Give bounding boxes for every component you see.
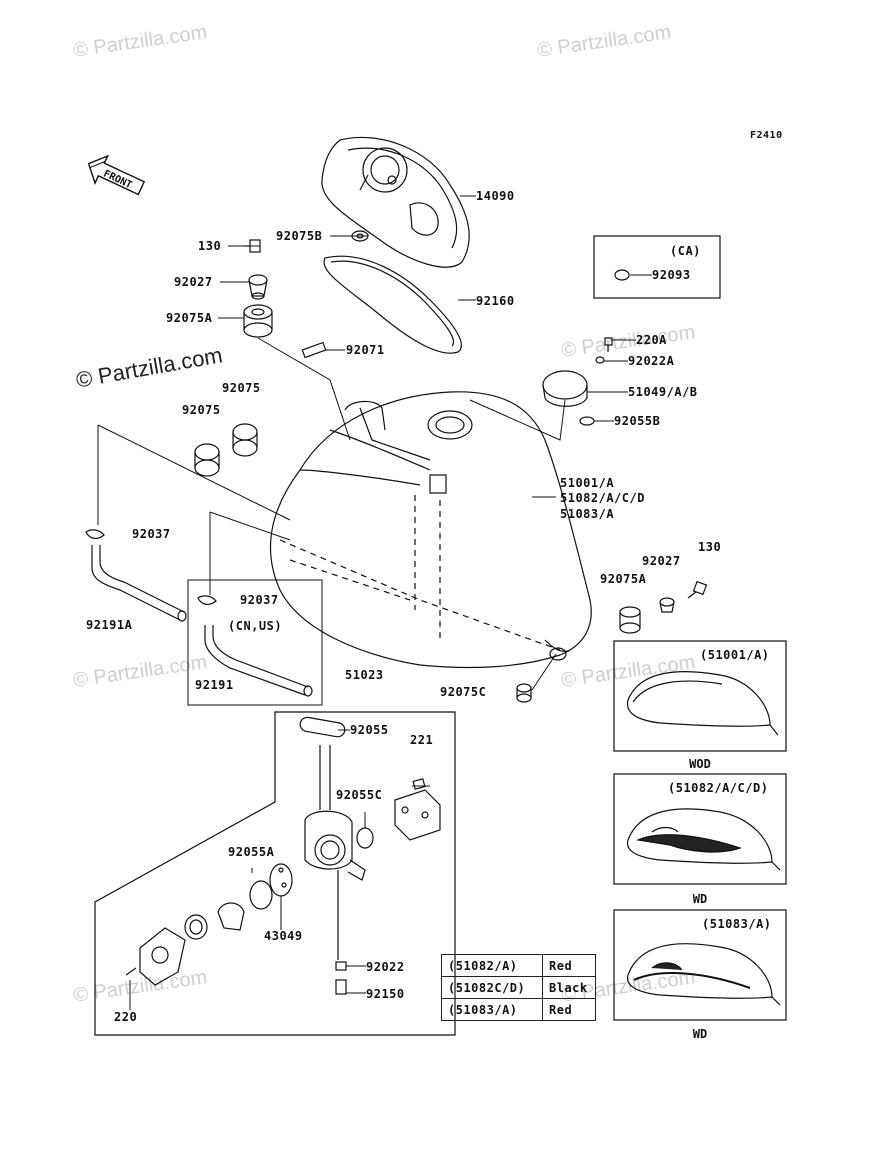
part-label[interactable]: 92075C (440, 685, 487, 699)
part-label[interactable]: 92055B (614, 414, 661, 428)
part-label[interactable]: 51083/A (560, 507, 615, 521)
table-cell: (51083/A) (441, 998, 543, 1021)
part-label[interactable]: 92071 (346, 343, 385, 357)
part-label[interactable]: 51023 (345, 668, 384, 682)
front-label: FRONT (102, 168, 134, 191)
variant-box-3 (613, 909, 787, 1021)
variant-box-2 (613, 773, 787, 885)
part-label[interactable]: 92075B (276, 229, 323, 243)
part-label[interactable]: 14090 (476, 189, 515, 203)
damper-92075a (243, 304, 273, 338)
part-label[interactable]: 92055 (350, 723, 389, 737)
part-label[interactable]: 92037 (132, 527, 171, 541)
table-cell: (51082/A) (441, 954, 543, 977)
part-label[interactable]: 92075 (182, 403, 221, 417)
front-arrow-icon: FRONT (87, 154, 146, 196)
gasket (323, 255, 462, 354)
fuel-valve-box (94, 711, 456, 1036)
part-label[interactable]: 51049/A/B (628, 385, 698, 399)
part-label[interactable]: 51082/A/C/D (560, 491, 645, 505)
part-label[interactable]: 92093 (652, 268, 691, 282)
table-cell: Red (542, 954, 596, 977)
part-label[interactable]: 92075A (600, 572, 647, 586)
hose-92191a (85, 529, 187, 622)
part-label[interactable]: 92027 (642, 554, 681, 568)
part-label[interactable]: 92160 (476, 294, 515, 308)
part-label[interactable]: 92075A (166, 311, 213, 325)
dash-cover (321, 136, 470, 268)
variant-caption: WOD (689, 757, 711, 771)
variant-title: (51001/A) (700, 648, 770, 662)
variant-caption: WD (692, 892, 708, 906)
variant-title: (51083/A) (702, 917, 772, 931)
table-row: (51083/A) Red (441, 998, 596, 1021)
part-label[interactable]: 92037 (240, 593, 279, 607)
damper-92075 (194, 423, 258, 477)
table-cell: (51082C/D) (441, 976, 543, 999)
part-label[interactable]: 220 (114, 1010, 138, 1024)
part-label[interactable]: 92022A (628, 354, 675, 368)
table-row: (51082C/D) Black (441, 976, 596, 999)
part-label[interactable]: 130 (698, 540, 722, 554)
hose-92191 (197, 595, 313, 697)
ca-box (593, 235, 721, 299)
tank-cap (542, 370, 588, 407)
part-label[interactable]: 130 (198, 239, 222, 253)
part-label[interactable]: 43049 (264, 929, 303, 943)
part-label[interactable]: 221 (410, 733, 434, 747)
part-label[interactable]: 220A (636, 333, 667, 347)
fuel-valve (125, 716, 441, 995)
cnus-label: (CN,US) (228, 619, 283, 633)
diagram-id: F2410 (750, 130, 783, 141)
fuel-tank (269, 391, 592, 669)
part-label[interactable]: 92191A (86, 618, 133, 632)
part-label[interactable]: 92150 (366, 987, 405, 1001)
part-label[interactable]: 92027 (174, 275, 213, 289)
variant-box-1 (613, 640, 787, 752)
table-cell: Black (542, 976, 596, 999)
damper-92075c (516, 683, 532, 703)
part-label[interactable]: 92022 (366, 960, 405, 974)
table-row: (51082/A) Red (441, 954, 596, 977)
variant-title: (51082/A/C/D) (668, 781, 769, 795)
table-cell: Red (542, 998, 596, 1021)
part-label[interactable]: 51001/A (560, 476, 615, 490)
part-label[interactable]: 92191 (195, 678, 234, 692)
part-label[interactable]: 92055C (336, 788, 383, 802)
part-label[interactable]: 92055A (228, 845, 275, 859)
collar-92027 (248, 274, 268, 300)
right-mount (619, 580, 708, 634)
variant-caption: WD (692, 1027, 708, 1041)
color-table: (51082/A) Red (51082C/D) Black (51083/A)… (441, 954, 596, 1021)
cn-us-box (187, 579, 323, 706)
part-label[interactable]: 92075 (222, 381, 261, 395)
ca-label: (CA) (670, 244, 701, 258)
